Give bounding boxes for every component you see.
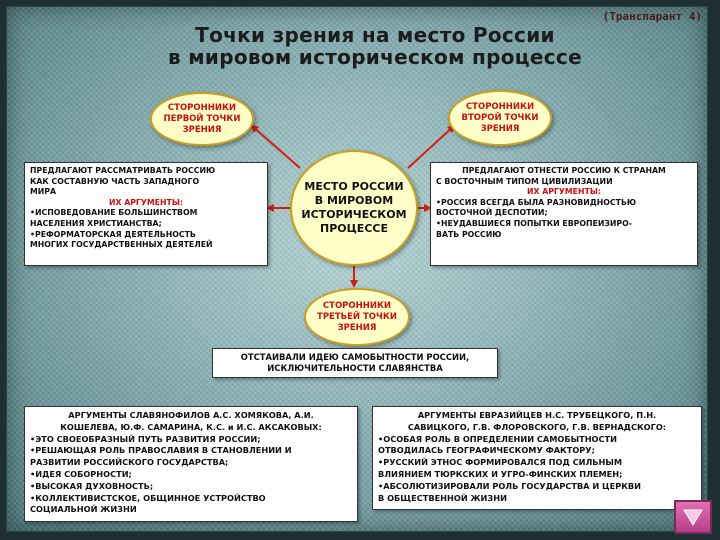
- first-args-title: ИХ АРГУМЕНТЫ:: [108, 197, 184, 207]
- first-arg-4: МНОГИХ ГОСУДАРСТВЕННЫХ ДЕЯТЕЛЕЙ: [30, 240, 213, 250]
- second-args-title: ИХ АРГУМЕНТЫ:: [526, 187, 602, 197]
- title-line-2: в мировом историческом процессе: [168, 45, 582, 69]
- arrow-to-first: [250, 124, 301, 169]
- slav-item-1: •ЭТО СВОЕОБРАЗНЫЙ ПУТЬ РАЗВИТИЯ РОССИИ;: [30, 433, 261, 444]
- first-view-oval: СТОРОННИКИ ПЕРВОЙ ТОЧКИ ЗРЕНИЯ: [150, 92, 254, 146]
- first-line-1: ПРЕДЛАГАЮТ РАССМАТРИВАТЬ РОССИЮ: [30, 166, 216, 175]
- second-oval-line3: ЗРЕНИЯ: [480, 123, 520, 134]
- third-oval-line1: СТОРОННИКИ: [322, 300, 392, 311]
- center-line4: ПРОЦЕССЕ: [319, 222, 388, 235]
- first-arg-2: НАСЕЛЕНИЯ ХРИСТИАНСТВА;: [30, 218, 162, 228]
- second-oval-line2: ВТОРОЙ ТОЧКИ: [461, 112, 539, 123]
- first-view-box: ПРЕДЛАГАЮТ РАССМАТРИВАТЬ РОССИЮ КАК СОСТ…: [24, 162, 268, 266]
- first-oval-line2: ПЕРВОЙ ТОЧКИ: [163, 113, 241, 124]
- center-line1: МЕСТО РОССИИ: [304, 180, 404, 193]
- center-circle: МЕСТО РОССИИ В МИРОВОМ ИСТОРИЧЕСКОМ ПРОЦ…: [290, 150, 418, 266]
- eur-item-4: ВЛИЯНИЕМ ТЮРКСКИХ И УГРО-ФИНСКИХ ПЛЕМЕН;: [378, 468, 623, 479]
- first-arg-3: •РЕФОРМАТОРСКАЯ ДЕЯТЕЛЬНОСТЬ: [30, 229, 196, 239]
- eur-item-5: •АБСОЛЮТИЗИРОВАЛИ РОЛЬ ГОСУДАРСТВА И ЦЕР…: [378, 480, 642, 491]
- third-oval-line3: ЗРЕНИЯ: [337, 322, 377, 333]
- second-arg-1: •РОССИЯ ВСЕГДА БЫЛА РАЗНОВИДНОСТЬЮ: [436, 197, 637, 207]
- second-oval-line1: СТОРОННИКИ: [465, 101, 535, 112]
- slav-item-6: •КОЛЛЕКТИВИСТСКОЕ, ОБЩИННОЕ УСТРОЙСТВО: [30, 492, 266, 503]
- idea-line-2: ИСКЛЮЧИТЕЛЬНОСТИ СЛАВЯНСТВА: [267, 362, 443, 373]
- second-arg-3: •НЕУДАВШИЕСЯ ПОПЫТКИ ЕВРОПЕИЗИРО-: [436, 218, 633, 228]
- second-line-2: С ВОСТОЧНЫМ ТИПОМ ЦИВИЛИЗАЦИИ: [436, 176, 613, 186]
- idea-line-1: ОТСТАИВАЛИ ИДЕЮ САМОБЫТНОСТИ РОССИИ,: [240, 352, 470, 362]
- second-line-1: ПРЕДЛАГАЮТ ОТНЕСТИ РОССИЮ К СТРАНАМ: [462, 166, 666, 175]
- third-oval-line2: ТРЕТЬЕЙ ТОЧКИ: [317, 311, 397, 322]
- center-line2: В МИРОВОМ: [314, 194, 394, 207]
- second-arg-2: ВОСТОЧНОЙ ДЕСПОТИИ;: [436, 208, 548, 218]
- slav-item-5: •ВЫСОКАЯ ДУХОВНОСТЬ;: [30, 480, 154, 491]
- slide-title: Точки зрения на место России в мировом и…: [140, 24, 610, 68]
- second-view-box: ПРЕДЛАГАЮТ ОТНЕСТИ РОССИЮ К СТРАНАМ С ВО…: [430, 162, 698, 266]
- first-arg-1: •ИСПОВЕДОВАНИЕ БОЛЬШИНСТВОМ: [30, 208, 198, 218]
- triangle-down-icon: [683, 509, 703, 526]
- first-line-3: МИРА: [30, 187, 57, 197]
- eur-head-1: АРГУМЕНТЫ ЕВРАЗИЙЦЕВ Н.С. ТРУБЕЦКОГО, П.…: [417, 410, 657, 420]
- third-idea-box: ОТСТАИВАЛИ ИДЕЮ САМОБЫТНОСТИ РОССИИ, ИСК…: [212, 348, 498, 378]
- first-line-2: КАК СОСТАВНУЮ ЧАСТЬ ЗАПАДНОГО: [30, 176, 200, 186]
- first-oval-line3: ЗРЕНИЯ: [182, 124, 222, 135]
- first-oval-line1: СТОРОННИКИ: [167, 102, 237, 113]
- eur-item-3: •РУССКИЙ ЭТНОС ФОРМИРОВАЛСЯ ПОД СИЛЬНЫМ: [378, 457, 622, 468]
- slav-item-7: СОЦИАЛЬНОЙ ЖИЗНИ: [30, 504, 137, 515]
- eurasians-box: АРГУМЕНТЫ ЕВРАЗИЙЦЕВ Н.С. ТРУБЕЦКОГО, П.…: [372, 406, 702, 510]
- third-view-oval: СТОРОННИКИ ТРЕТЬЕЙ ТОЧКИ ЗРЕНИЯ: [304, 288, 410, 346]
- eur-item-2: ОТВОДИЛАСЬ ГЕОГРАФИЧЕСКОМУ ФАКТОРУ;: [378, 445, 595, 456]
- eur-item-6: В ОБЩЕСТВЕННОЙ ЖИЗНИ: [378, 492, 507, 503]
- slav-item-2: •РЕШАЮЩАЯ РОЛЬ ПРАВОСЛАВИЯ В СТАНОВЛЕНИИ…: [30, 445, 292, 456]
- slav-item-4: •ИДЕЯ СОБОРНОСТИ;: [30, 468, 132, 479]
- next-slide-button[interactable]: [674, 500, 712, 534]
- title-line-1: Точки зрения на место России: [195, 23, 555, 47]
- eur-item-1: •ОСОБАЯ РОЛЬ В ОПРЕДЕЛЕНИИ САМОБЫТНОСТИ: [378, 433, 617, 444]
- second-view-oval: СТОРОННИКИ ВТОРОЙ ТОЧКИ ЗРЕНИЯ: [448, 90, 552, 146]
- arrow-to-second: [407, 124, 456, 169]
- slav-head-2: КОШЕЛЕВА, Ю.Ф. САМАРИНА, К.С. и И.С. АКС…: [60, 421, 322, 432]
- slav-item-3: РАЗВИТИИ РОССИЙСКОГО ГОСУДАРСТВА;: [30, 457, 229, 468]
- eur-head-2: САВИЦКОГО, Г.В. ФЛОРОВСКОГО, Г.В. ВЕРНАД…: [407, 421, 667, 432]
- transparency-label: (Транспарант 4): [602, 10, 702, 23]
- slavophiles-box: АРГУМЕНТЫ СЛАВЯНОФИЛОВ А.С. ХОМЯКОВА, А.…: [24, 406, 358, 522]
- slav-head-1: АРГУМЕНТЫ СЛАВЯНОФИЛОВ А.С. ХОМЯКОВА, А.…: [68, 410, 314, 420]
- center-line3: ИСТОРИЧЕСКОМ: [301, 208, 407, 221]
- second-arg-4: ВАТЬ РОССИЮ: [436, 229, 502, 239]
